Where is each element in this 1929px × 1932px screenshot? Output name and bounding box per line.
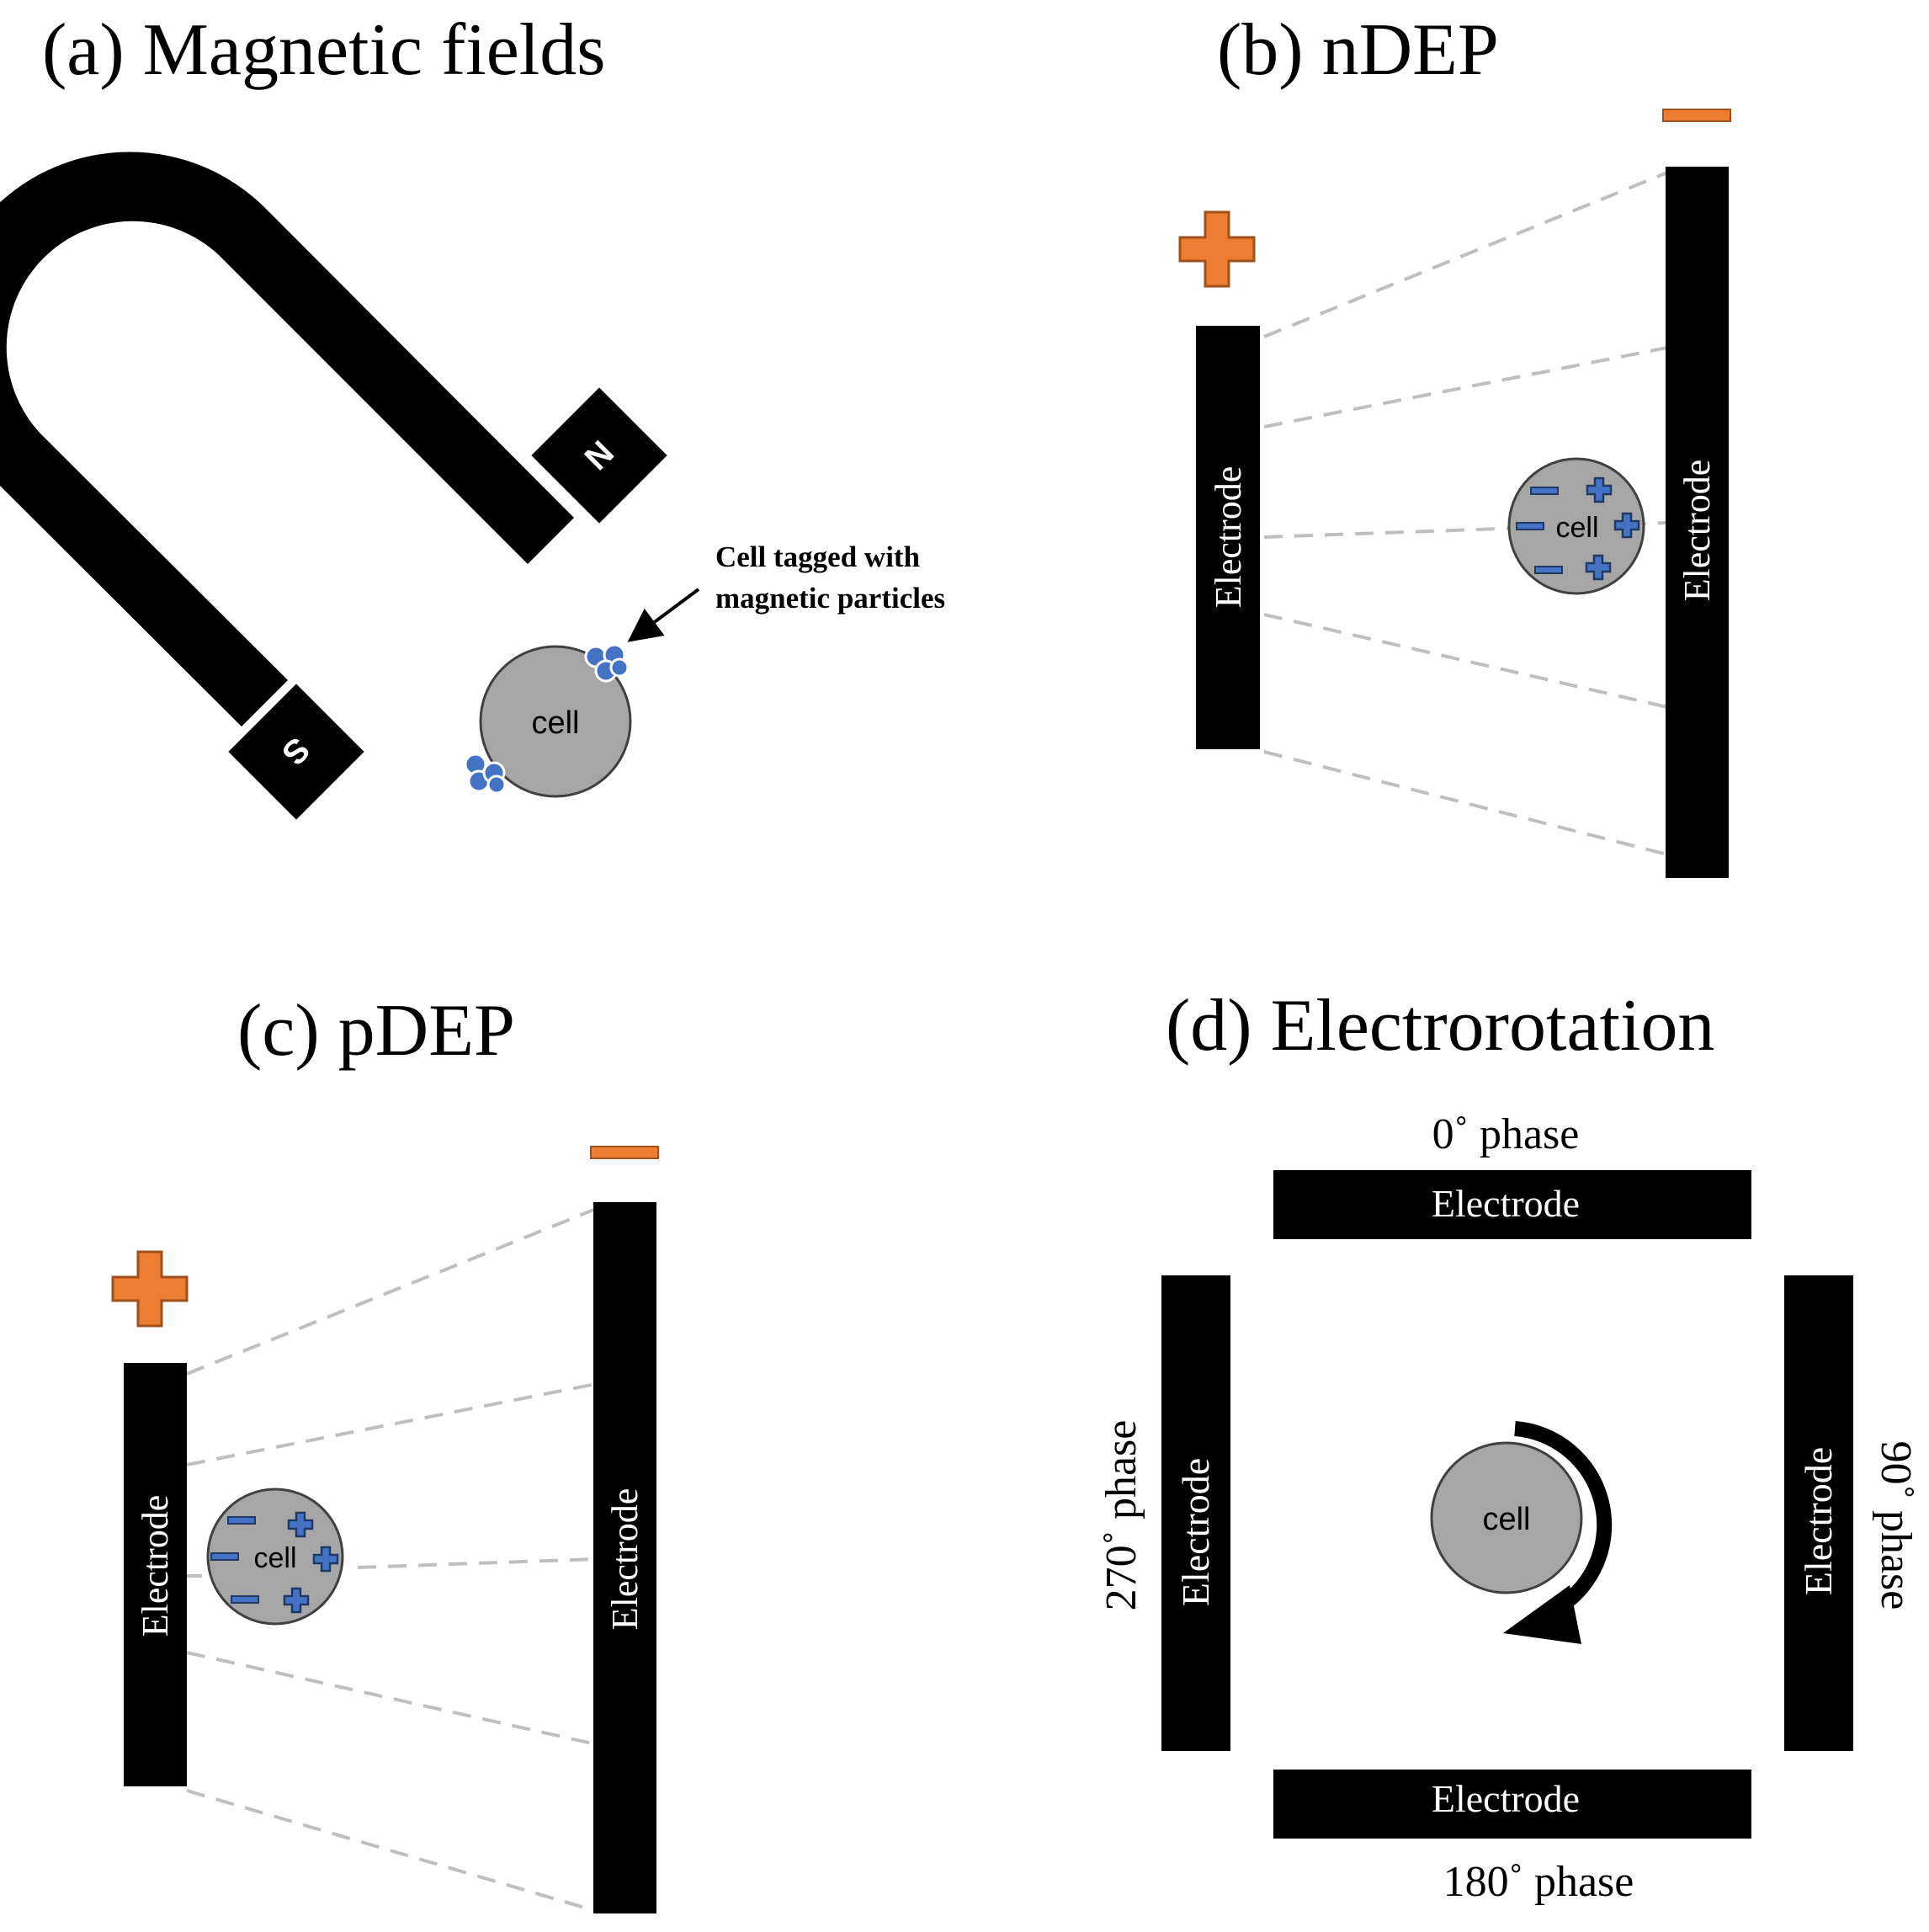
cell-c-label: cell (253, 1542, 296, 1574)
plus-sign-b (1178, 210, 1256, 288)
field-lines-c (186, 1207, 597, 1913)
minus-sign-c (590, 1146, 659, 1159)
minus-charge-icon (1530, 487, 1559, 495)
electrode-right-d (1784, 1275, 1853, 1751)
plus-sign-c (111, 1250, 189, 1328)
panel-a-title: (a) Magnetic fields (42, 9, 606, 91)
electrode-left-b-label: Electrode (1208, 466, 1249, 609)
electrode-left-d-label: Electrode (1174, 1458, 1217, 1606)
phase-bottom-label: 180˚ phase (1443, 1858, 1634, 1906)
phase-top-label: 0˚ phase (1432, 1110, 1580, 1158)
panel-c: (c) pDEP Electrode Electrode cell (111, 990, 659, 1913)
minus-charge-icon (231, 1595, 259, 1604)
minus-charge-icon (1516, 522, 1544, 530)
electrode-right-c (593, 1202, 656, 1913)
electrode-bottom-d-label: Electrode (1432, 1777, 1580, 1820)
panel-c-title: (c) pDEP (237, 990, 515, 1072)
minus-charge-icon (210, 1552, 239, 1561)
electrode-right-b (1666, 167, 1729, 878)
panel-d-title: (d) Electrorotation (1166, 985, 1714, 1067)
phase-left-label: 270˚ phase (1097, 1420, 1145, 1611)
annotation-line-1: Cell tagged with (715, 540, 920, 573)
cell-label: cell (531, 705, 579, 741)
rotation-arrow-icon (1514, 1421, 1613, 1613)
panel-b-title: (b) nDEP (1217, 9, 1499, 91)
cell-d-label: cell (1482, 1502, 1530, 1537)
minus-sign-b (1662, 109, 1731, 122)
magnetic-particles-bottom (464, 753, 507, 795)
rotation-arrowhead-icon (1503, 1585, 1581, 1644)
electrode-right-d-label: Electrode (1797, 1447, 1840, 1595)
annotation-arrow (627, 588, 700, 642)
electrode-top-d (1273, 1170, 1751, 1239)
electrode-top-d-label: Electrode (1432, 1182, 1580, 1225)
cell-b-label: cell (1555, 512, 1598, 544)
horseshoe-magnet (0, 152, 574, 726)
electrode-left-c-label: Electrode (135, 1495, 176, 1637)
annotation-line-2: magnetic particles (715, 582, 945, 615)
minus-charge-icon (227, 1516, 256, 1525)
electrode-left-b (1196, 326, 1260, 749)
electrode-left-d (1161, 1275, 1230, 1751)
cell-b: cell (1507, 457, 1645, 595)
phase-right-label: 90˚ phase (1872, 1441, 1920, 1610)
electrode-right-c-label: Electrode (604, 1488, 646, 1631)
electrode-bottom-d (1273, 1770, 1751, 1839)
cell-d: cell (1430, 1441, 1583, 1594)
panel-d: (d) Electrorotation 0˚ phase Electrode E… (1097, 985, 1920, 1906)
panel-a: (a) Magnetic fields N S cell (0, 9, 945, 820)
electrode-right-b-label: Electrode (1677, 460, 1718, 602)
electrode-left-c (124, 1363, 187, 1786)
minus-charge-icon (1534, 566, 1563, 574)
cell-body (479, 645, 632, 798)
magnetic-particles-top (584, 643, 630, 683)
cell-c: cell (206, 1488, 344, 1626)
tagged-cell: cell (464, 643, 632, 798)
panel-b: (b) nDEP Electrode Electrode cell (1178, 9, 1731, 878)
